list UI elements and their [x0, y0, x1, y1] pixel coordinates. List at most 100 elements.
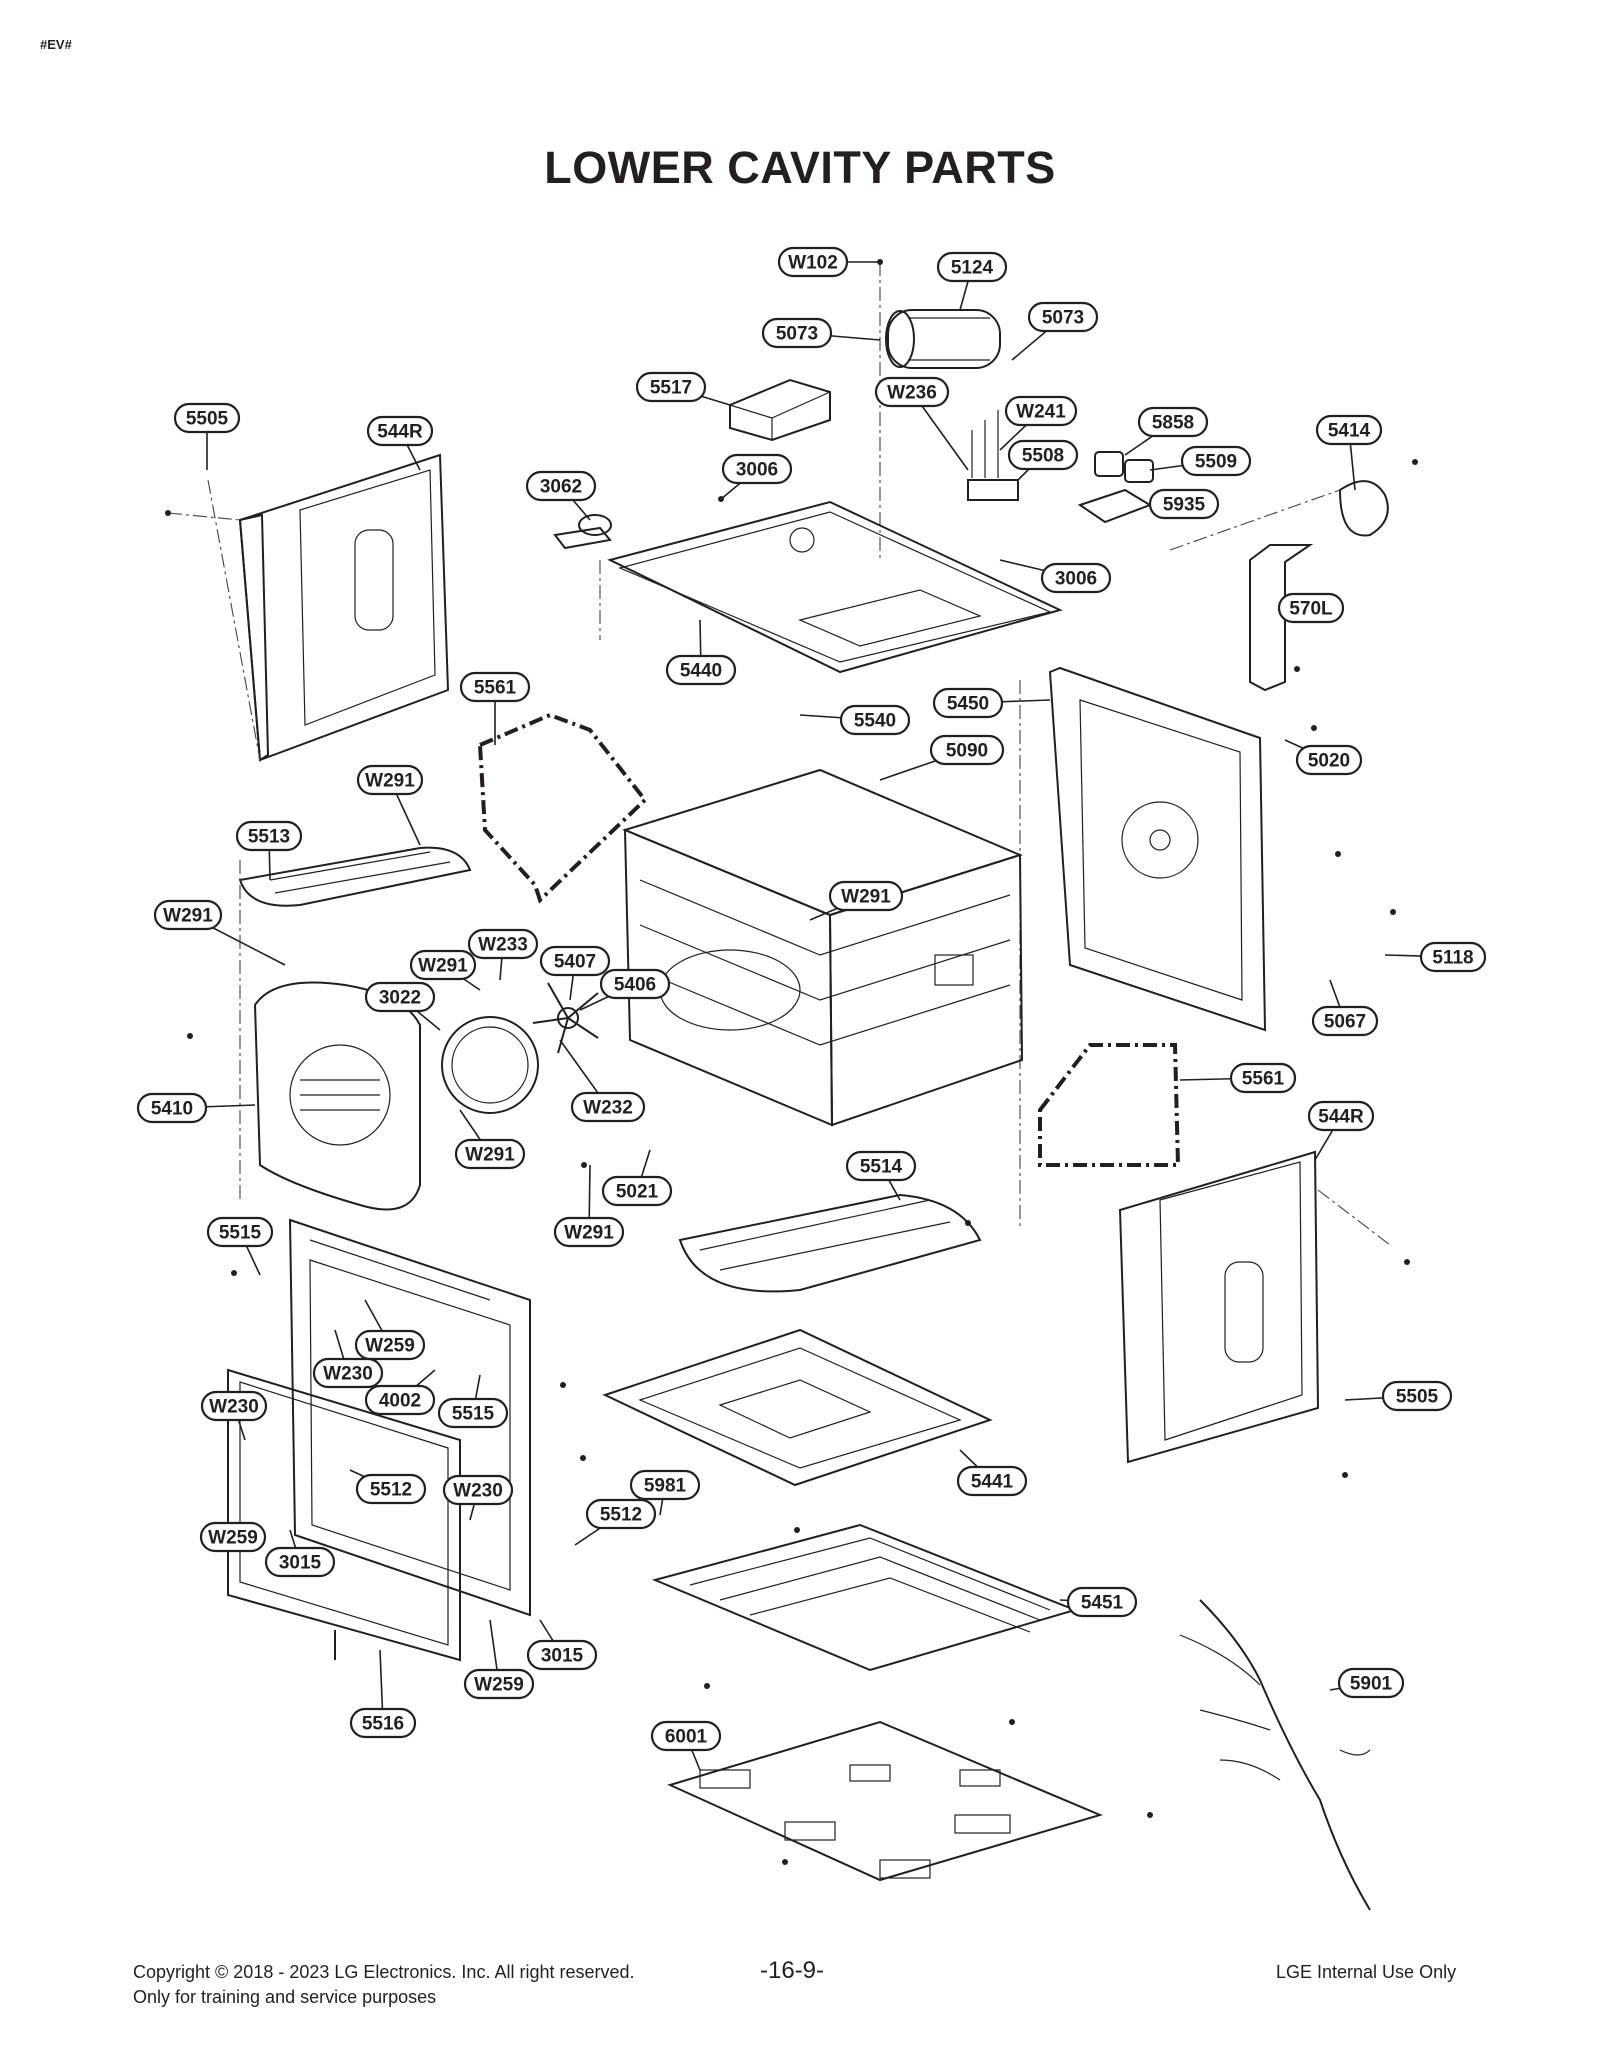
- callout-oval: [454, 1138, 526, 1170]
- callout-w233: W233: [467, 928, 539, 960]
- callout-label: 5406: [614, 975, 656, 996]
- callout-5451: 5451: [1066, 1586, 1138, 1618]
- callout-3062: 3062: [525, 470, 597, 502]
- callout-5407: 5407: [539, 945, 611, 977]
- callout-label: W102: [788, 253, 838, 274]
- callout-label: 3006: [736, 460, 778, 481]
- callout-oval: [665, 654, 737, 686]
- callout-label: 5021: [616, 1182, 659, 1203]
- callout-3015: 3015: [264, 1546, 336, 1578]
- callout-label: 5512: [600, 1505, 642, 1526]
- callout-oval: [437, 1397, 509, 1429]
- callout-label: W259: [365, 1336, 415, 1357]
- callout-label: W233: [478, 935, 528, 956]
- callout-oval: [936, 251, 1008, 283]
- callout-label: W259: [474, 1675, 524, 1696]
- callout-label: 5508: [1022, 446, 1064, 467]
- callout-5505: 5505: [173, 402, 241, 434]
- callout-label: 3022: [379, 988, 421, 1009]
- callout-5561: 5561: [459, 671, 531, 703]
- callout-label: 5441: [971, 1472, 1014, 1493]
- callout-label: 5514: [860, 1157, 903, 1178]
- callout-5509: 5509: [1180, 445, 1252, 477]
- callout-label: 5073: [776, 324, 818, 345]
- page-title: LOWER CAVITY PARTS: [544, 142, 1056, 193]
- callout-oval: [1307, 1100, 1375, 1132]
- callout-oval: [366, 415, 434, 447]
- blower-motor-part: [879, 262, 1001, 560]
- callout-label: 5073: [1042, 308, 1084, 329]
- callout-oval: [539, 945, 611, 977]
- callout-oval: [1315, 414, 1383, 446]
- thermal-fuse-part: [553, 514, 612, 550]
- bake-element-part: [678, 1193, 982, 1293]
- callout-oval: [845, 1150, 917, 1182]
- top-plate-part: [599, 500, 1063, 674]
- callout-label: 5020: [1308, 751, 1350, 772]
- callout-label: 3062: [540, 477, 582, 498]
- callout-label: 5512: [370, 1480, 412, 1501]
- callout-label: W230: [209, 1397, 259, 1418]
- callout-label: 5935: [1163, 495, 1206, 516]
- callout-5414: 5414: [1315, 414, 1383, 446]
- callout-label: 5540: [854, 711, 896, 732]
- copyright-notice: Copyright © 2018 - 2023 LG Electronics. …: [133, 1960, 635, 2010]
- callout-5067: 5067: [1311, 1005, 1379, 1037]
- callout-oval: [153, 899, 223, 931]
- callout-oval: [956, 1465, 1028, 1497]
- callout-label: W291: [365, 771, 415, 792]
- callout-6001: 6001: [650, 1720, 722, 1752]
- callout-label: W291: [564, 1223, 614, 1244]
- callout-label: 544R: [377, 422, 423, 443]
- page-tag: #EV#: [40, 37, 72, 52]
- callout-w230: W230: [200, 1390, 268, 1422]
- callout-oval: [355, 1473, 427, 1505]
- door-gasket-part: [227, 1368, 461, 1662]
- callout-oval: [459, 671, 531, 703]
- callout-oval: [1148, 488, 1220, 520]
- front-frame-part: [288, 1218, 531, 1617]
- callout-5090: 5090: [929, 734, 1005, 766]
- relay-part: [1077, 451, 1154, 524]
- callout-oval: [1007, 439, 1079, 471]
- callout-oval: [463, 1668, 535, 1700]
- callout-w232: W232: [570, 1091, 646, 1123]
- callout-label: 5509: [1195, 452, 1237, 473]
- callout-5020: 5020: [1295, 744, 1363, 776]
- oven-cavity-part: [622, 768, 1024, 1127]
- callout-oval: [467, 928, 539, 960]
- callout-label: W291: [465, 1145, 515, 1166]
- callout-label: W291: [418, 956, 468, 977]
- callout-oval: [1229, 1062, 1297, 1094]
- callout-w291: W291: [828, 880, 904, 912]
- callout-w230: W230: [312, 1357, 384, 1389]
- callout-5935: 5935: [1148, 488, 1220, 520]
- callout-5561: 5561: [1229, 1062, 1297, 1094]
- callout-5858: 5858: [1137, 406, 1209, 438]
- callout-label: 570L: [1289, 599, 1333, 620]
- callout-oval: [409, 949, 477, 981]
- callout-oval: [354, 1329, 426, 1361]
- screw-set: [165, 259, 1418, 1865]
- callout-label: 5505: [1396, 1387, 1439, 1408]
- callout-5508: 5508: [1007, 439, 1079, 471]
- callout-w241: W241: [1004, 395, 1078, 427]
- callout-oval: [1066, 1586, 1138, 1618]
- callout-label: 5561: [1242, 1069, 1285, 1090]
- callout-label: 5124: [951, 258, 994, 279]
- callout-3015: 3015: [526, 1639, 598, 1671]
- callout-label: 5451: [1081, 1593, 1124, 1614]
- callout-oval: [206, 1216, 274, 1248]
- callout-label: 5515: [219, 1223, 262, 1244]
- callout-570l: 570L: [1277, 592, 1345, 624]
- callout-oval: [1180, 445, 1252, 477]
- callout-5440: 5440: [665, 654, 737, 686]
- callout-5515: 5515: [206, 1216, 274, 1248]
- fan-cover-part: [253, 981, 421, 1211]
- callout-label: W291: [163, 906, 213, 927]
- callout-w291: W291: [356, 764, 424, 796]
- callout-oval: [874, 376, 950, 408]
- callout-w230: W230: [442, 1474, 514, 1506]
- callout-w259: W259: [354, 1329, 426, 1361]
- callout-5441: 5441: [956, 1465, 1028, 1497]
